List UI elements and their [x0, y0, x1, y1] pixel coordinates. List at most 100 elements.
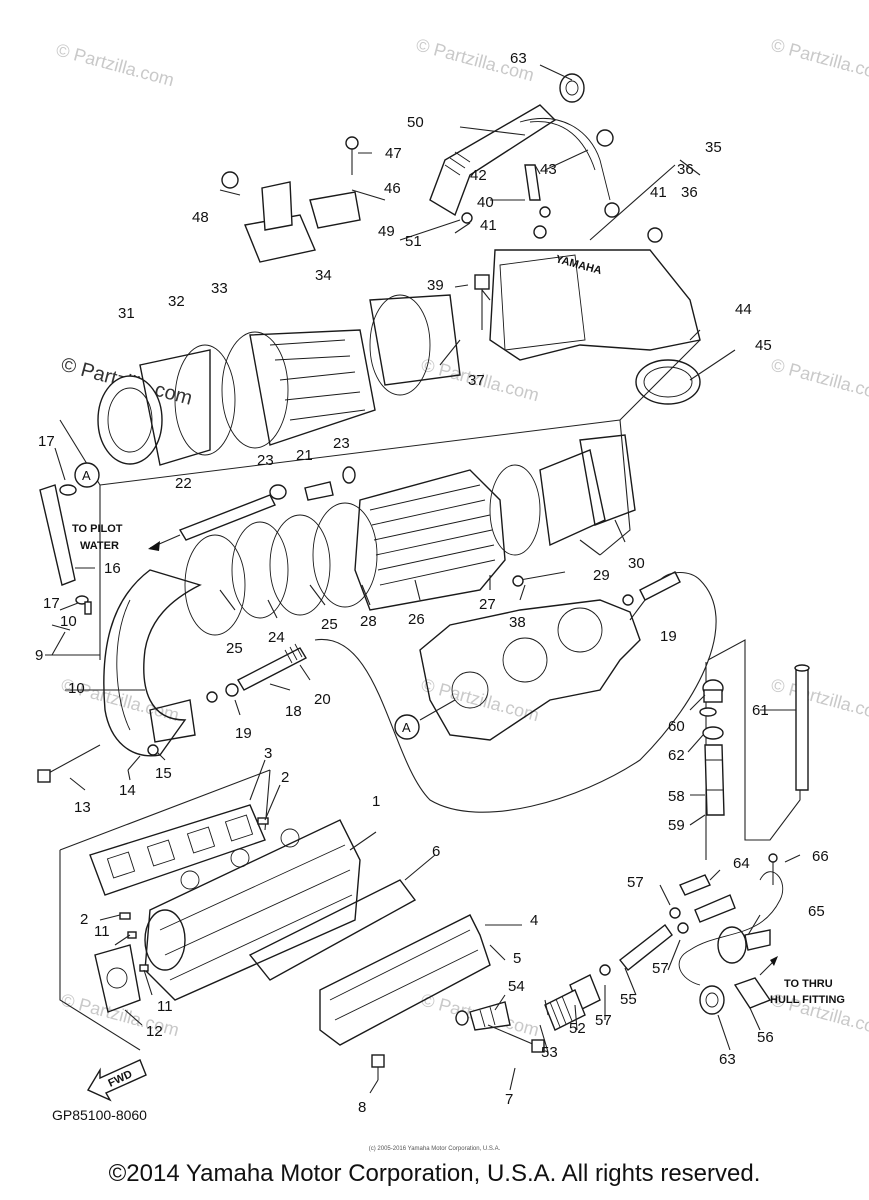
callout-label: 42: [470, 167, 487, 184]
callout-label: 52: [569, 1020, 586, 1037]
callout-label: 60: [668, 718, 685, 735]
callout-label: 6: [432, 843, 440, 860]
callout-label: 9: [35, 647, 43, 664]
callout-label: 2: [281, 769, 289, 786]
callout-label: 61: [752, 702, 769, 719]
callout-label: 14: [119, 782, 136, 799]
callout-label: 11: [157, 998, 173, 1015]
callout-label: 4: [530, 912, 538, 929]
brand-on-part: YAMAHA: [554, 253, 603, 277]
watermarks: © Partzilla.com © Partzilla.com © Partzi…: [54, 35, 869, 1041]
pilot-water-note: WATER: [80, 540, 119, 552]
callout-label: 40: [477, 194, 494, 211]
ref-a-circle: [74, 462, 100, 488]
middle-assembly: [37, 419, 717, 813]
callout-label: 2: [80, 911, 88, 928]
callout-label: 43: [540, 161, 557, 178]
callout-label: 10: [60, 613, 77, 630]
callout-label: 57: [595, 1012, 612, 1029]
callout-label: 63: [510, 50, 527, 67]
callout-label: 65: [808, 903, 825, 920]
callout-label: 41: [650, 184, 667, 201]
callout-label: 64: [733, 855, 750, 872]
ref-a-label: A: [82, 468, 91, 483]
callout-label: 5: [513, 950, 521, 967]
pilot-water-note: TO PILOT: [72, 523, 123, 535]
callout-label: 36: [681, 184, 698, 201]
callout-label: 13: [74, 799, 91, 816]
callout-label: 20: [314, 691, 331, 708]
callout-label: 17: [43, 595, 60, 612]
ref-a-label: A: [402, 720, 411, 735]
callout-label: 54: [508, 978, 525, 995]
copyright-footer: ©2014 Yamaha Motor Corporation, U.S.A. A…: [108, 1160, 761, 1187]
callout-label: 37: [468, 372, 485, 389]
callout-label: 12: [146, 1023, 163, 1040]
callout-label: 33: [211, 280, 228, 297]
callout-label: 17: [38, 433, 55, 450]
callout-label: 41: [480, 217, 497, 234]
callout-label: 3: [264, 745, 272, 762]
watermark: © Partzilla.com: [769, 355, 869, 406]
callout-label: 22: [175, 475, 192, 492]
callout-label: 50: [407, 114, 424, 131]
callout-label: 25: [226, 640, 243, 657]
watermark: © Partzilla.com: [769, 35, 869, 86]
callout-label: 31: [118, 305, 135, 322]
callout-label: 62: [668, 747, 685, 764]
callout-label: 48: [192, 209, 209, 226]
callout-label: 10: [68, 680, 85, 697]
tiny-credit: (c) 2005-2016 Yamaha Motor Corporation, …: [368, 1146, 501, 1152]
callout-label: 34: [315, 267, 332, 284]
callout-label: 27: [479, 596, 496, 613]
callout-label: 15: [155, 765, 172, 782]
callout-label: 26: [408, 611, 425, 628]
callout-label: 29: [593, 567, 610, 584]
callout-label: 1: [372, 793, 380, 810]
callout-label: 25: [321, 616, 338, 633]
callout-label: 21: [296, 447, 313, 464]
callout-label: 32: [168, 293, 185, 310]
lower-left-assembly: [59, 759, 545, 1102]
callout-label: 55: [620, 991, 637, 1008]
callout-label: 59: [668, 817, 685, 834]
callout-labels: 63 50 47 35 36 43 42 46 41 36 48 40 49 4…: [35, 50, 829, 1116]
callout-label: 44: [735, 301, 752, 318]
callout-label: 56: [757, 1029, 774, 1046]
callout-label: 58: [668, 788, 685, 805]
callout-label: 7: [505, 1091, 513, 1108]
ref-a-circle: [394, 714, 420, 740]
callout-label: 38: [509, 614, 526, 631]
callout-label: 23: [257, 452, 274, 469]
watermark: © Partzilla.com: [54, 40, 176, 91]
callout-label: 53: [541, 1044, 558, 1061]
callout-label: 35: [705, 139, 722, 156]
callout-label: 16: [104, 560, 121, 577]
callout-label: 45: [755, 337, 772, 354]
callout-label: 19: [660, 628, 677, 645]
diagram-code: GP85100-8060: [52, 1107, 147, 1123]
upper-assembly: YAMAHA: [59, 64, 736, 486]
thru-hull-note: HULL FITTING: [770, 994, 845, 1006]
callout-label: 49: [378, 223, 395, 240]
lower-right-assembly: [455, 639, 810, 1053]
callout-label: 63: [719, 1051, 736, 1068]
callout-label: 47: [385, 145, 402, 162]
watermark: © Partzilla.com: [769, 675, 869, 726]
callout-label: 51: [405, 233, 422, 250]
callout-label: 39: [427, 277, 444, 294]
callout-label: 30: [628, 555, 645, 572]
callout-label: 8: [358, 1099, 366, 1116]
callout-label: 19: [235, 725, 252, 742]
callout-label: 46: [384, 180, 401, 197]
callout-label: 28: [360, 613, 377, 630]
callout-label: 57: [652, 960, 669, 977]
callout-label: 18: [285, 703, 302, 720]
callout-label: 36: [677, 161, 694, 178]
callout-label: 24: [268, 629, 285, 646]
callout-label: 11: [94, 923, 110, 940]
callout-label: 23: [333, 435, 350, 452]
callout-label: 66: [812, 848, 829, 865]
callout-label: 57: [627, 874, 644, 891]
